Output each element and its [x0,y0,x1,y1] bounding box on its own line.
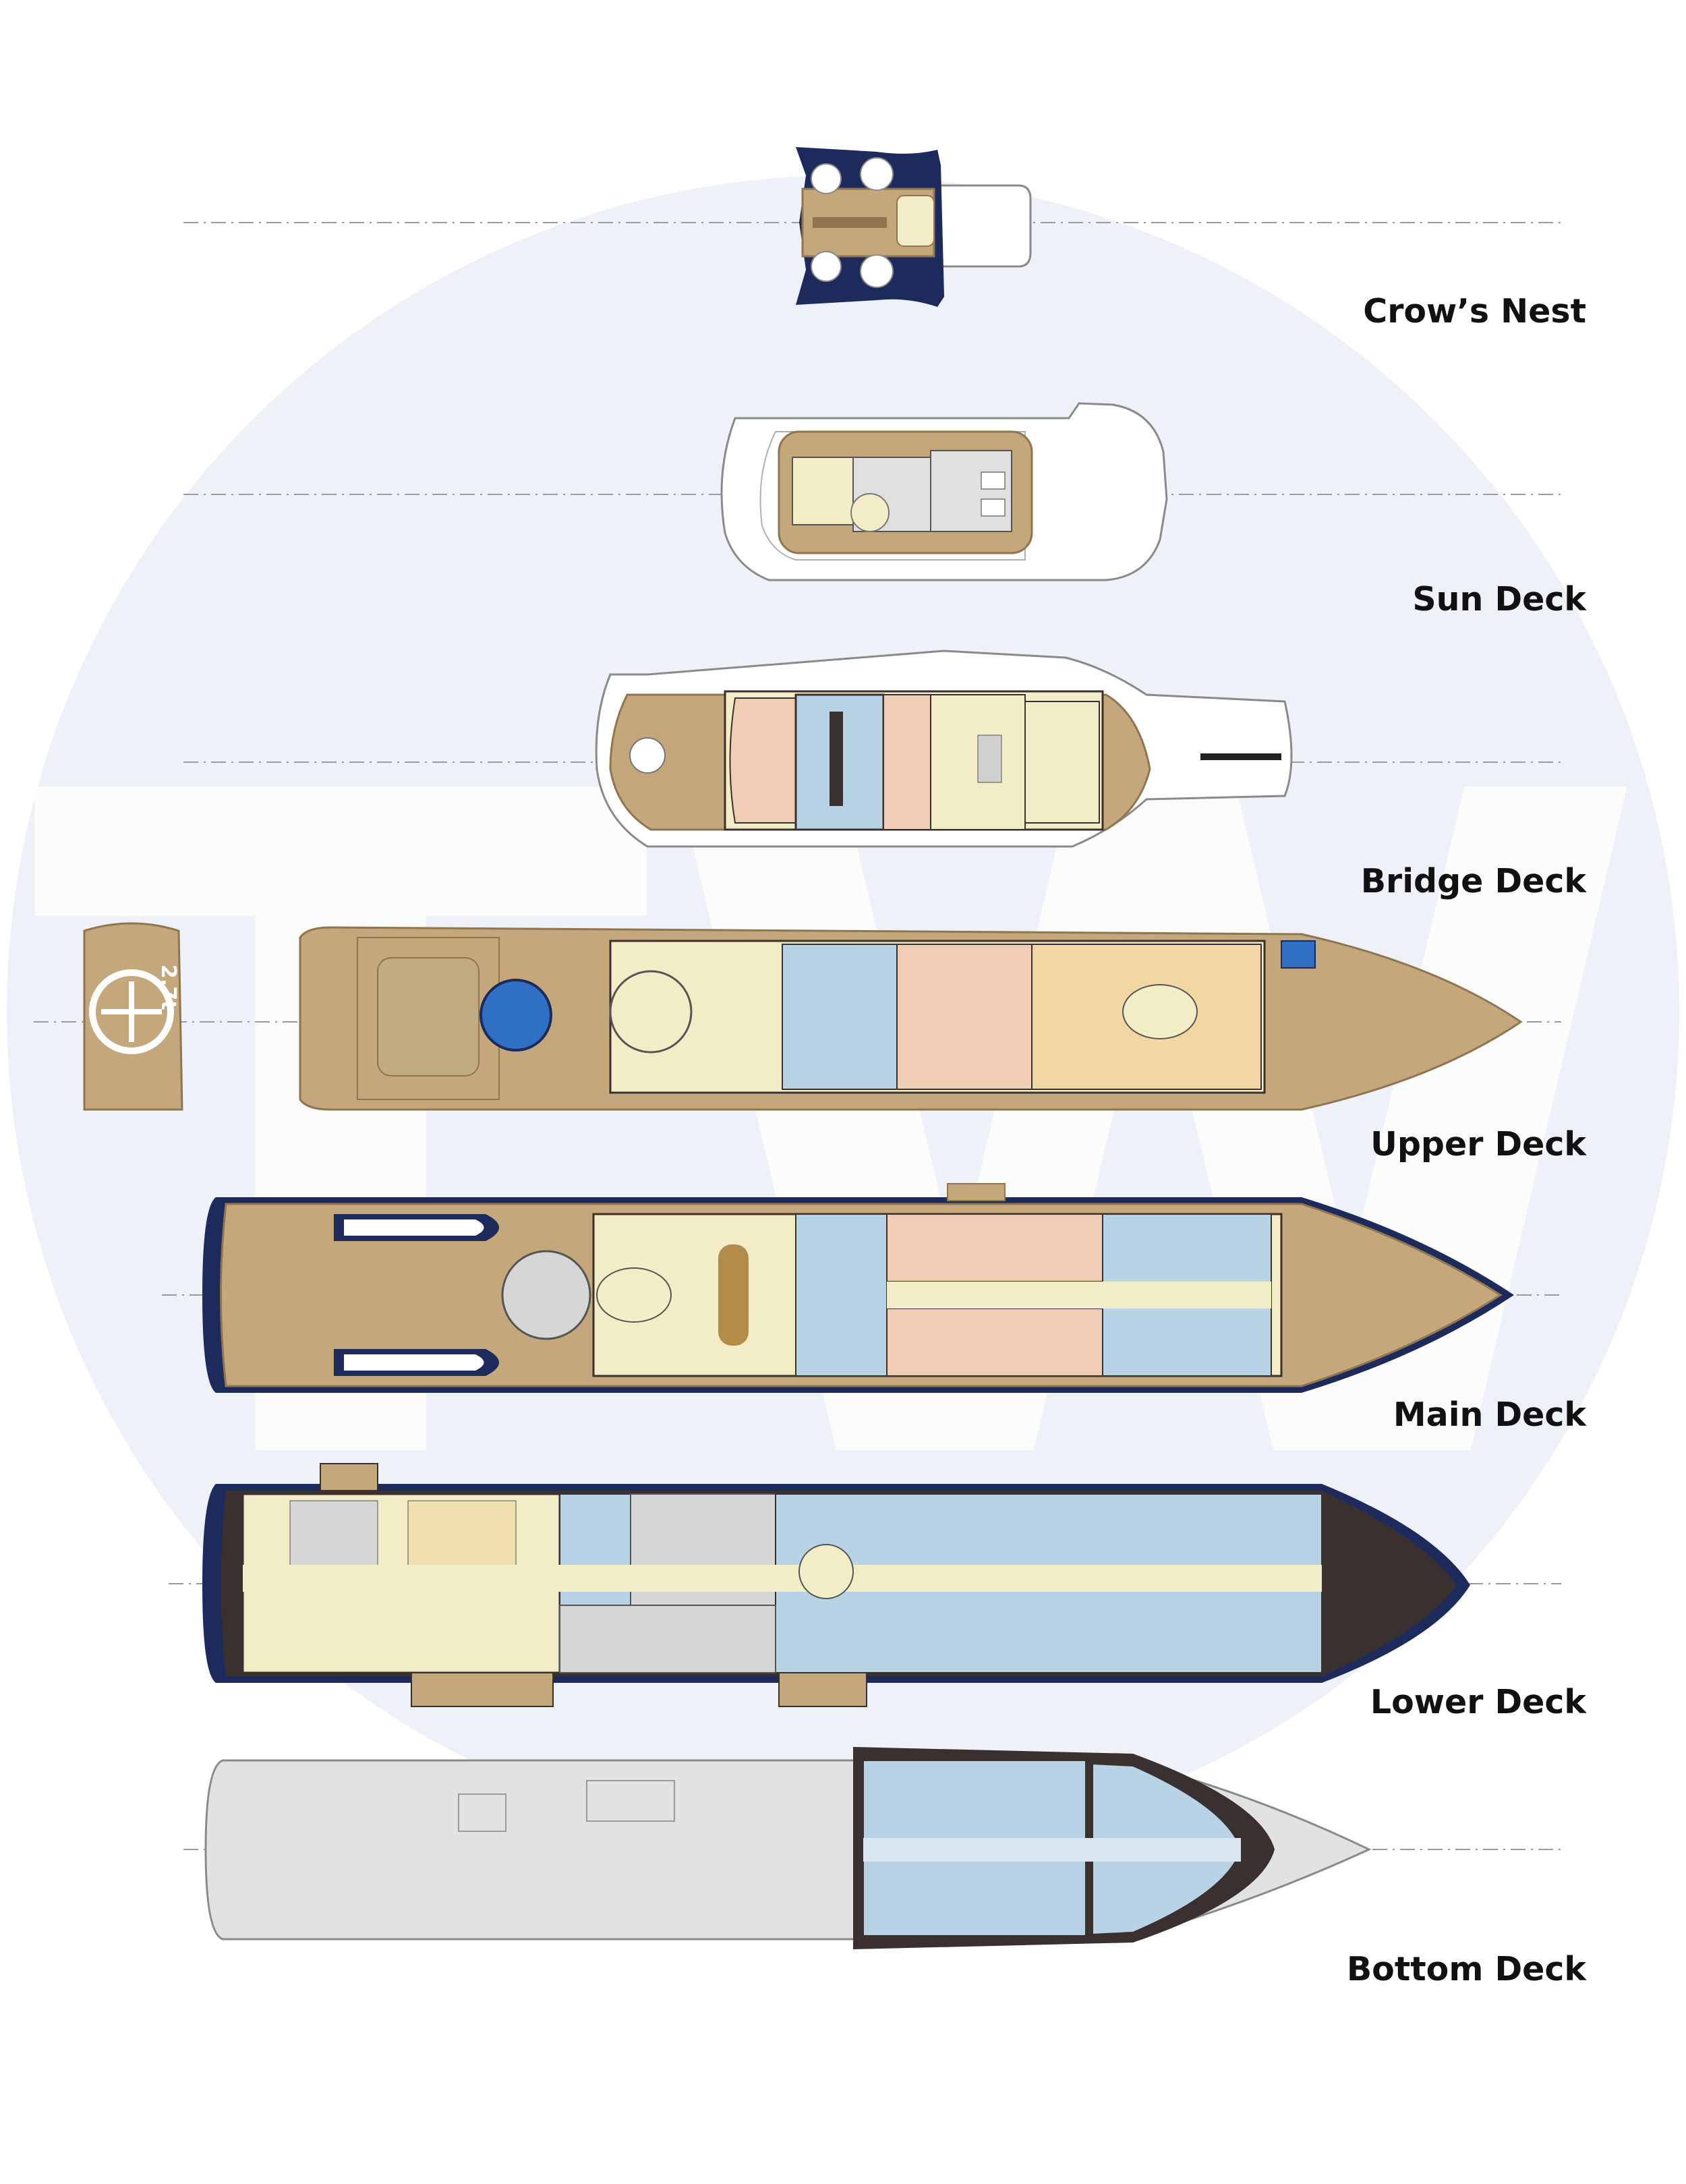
crows-nest-plan [796,147,1032,307]
upper-deck-plan [299,926,1523,1111]
deck-labels: Crow’s Nest Sun Deck Bridge Deck Upper D… [1347,292,1588,1988]
deck-label-upper-deck: Upper Deck [1370,1125,1587,1163]
deck-label-bottom-deck: Bottom Deck [1347,1950,1588,1988]
main-deck-plan [202,1183,1514,1393]
deck-label-crows-nest: Crow’s Nest [1363,292,1586,331]
deck-label-lower-deck: Lower Deck [1370,1683,1588,1721]
deck-label-main-deck: Main Deck [1393,1396,1588,1434]
bridge-deck-plan [595,650,1293,848]
lower-deck-plan [202,1463,1470,1707]
sun-deck-plan [720,402,1168,581]
deck-label-bridge-deck: Bridge Deck [1361,862,1588,900]
deck-label-sun-deck: Sun Deck [1412,580,1587,619]
helipad-marking: 2.7t [156,965,180,1010]
helipad-plan: 2.7t [83,922,183,1111]
bottom-deck-plan [204,1747,1372,1949]
